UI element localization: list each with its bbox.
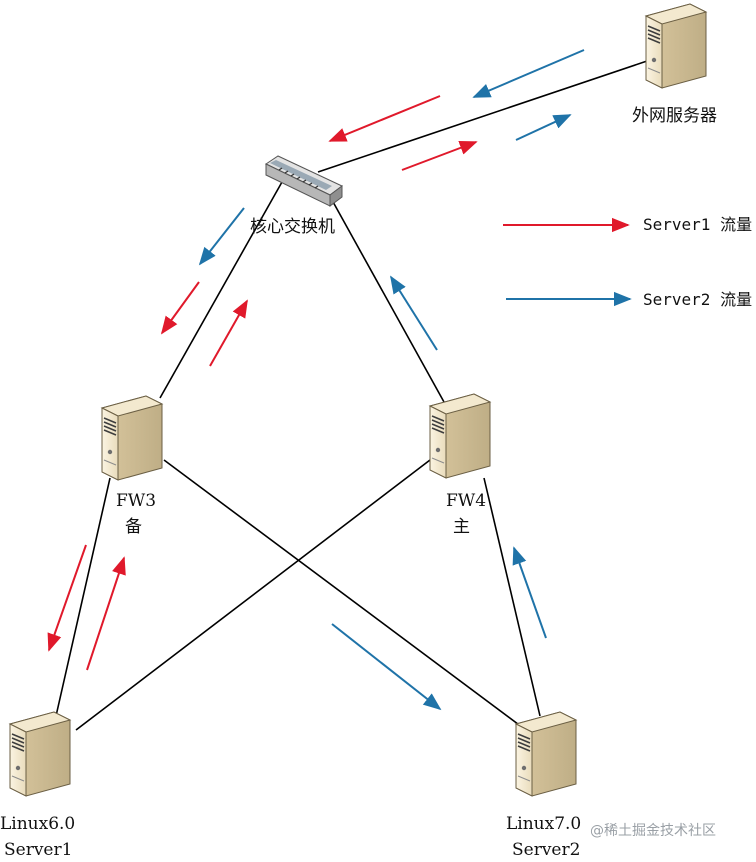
- server2-name-label: Server2: [512, 840, 580, 860]
- server2-flow-arrow: [331, 623, 442, 711]
- server1-flow-arrow: [209, 299, 248, 367]
- link-fw4-to-server1: [75, 459, 431, 731]
- fw3-name-label: FW3: [116, 491, 156, 511]
- server2-os-label: Linux7.0: [506, 814, 581, 834]
- link-external-to-switch: [317, 59, 651, 173]
- external-server[interactable]: 外网服务器: [632, 3, 717, 126]
- server1-flow-arrow: [86, 556, 126, 671]
- link-fw4-to-server2: [483, 477, 541, 717]
- server1[interactable]: Linux6.0 Server1: [0, 711, 75, 860]
- link-fw3-to-server1: [55, 477, 111, 717]
- network-switch-icon: [264, 155, 343, 207]
- core-switch-label: 核心交换机: [250, 217, 335, 237]
- core-switch[interactable]: 核心交换机: [250, 155, 343, 237]
- server1-flow-arrow: [160, 281, 200, 335]
- fw4-role-label: 主: [453, 517, 470, 537]
- server2-flow-arrow: [512, 546, 547, 639]
- fw3-firewall[interactable]: FW3 备: [101, 395, 163, 537]
- server2-flow-arrow: [198, 207, 245, 266]
- server-tower-icon: [645, 3, 707, 89]
- links: [55, 59, 651, 743]
- server1-name-label: Server1: [4, 840, 72, 860]
- server-tower-icon: [101, 395, 163, 481]
- server1-flow-arrow: [47, 544, 87, 652]
- external-server-label: 外网服务器: [632, 106, 717, 126]
- server2-flow-arrow: [472, 49, 585, 98]
- server2[interactable]: Linux7.0 Server2: [506, 711, 581, 860]
- server1-os-label: Linux6.0: [0, 814, 75, 834]
- server-tower-icon: [515, 711, 577, 797]
- fw4-firewall[interactable]: FW4 主: [429, 393, 491, 537]
- server2-flow-arrow: [515, 114, 572, 141]
- server2-flow-arrow: [390, 275, 438, 351]
- watermark: @稀土掘金技术社区: [590, 823, 716, 839]
- link-fw3-to-server2: [163, 459, 543, 743]
- link-switch-to-fw3: [159, 181, 283, 399]
- server1-flow-arrow: [401, 140, 478, 171]
- server-tower-icon: [429, 393, 491, 479]
- legend-server2-label: Server2 流量: [643, 290, 752, 309]
- fw4-name-label: FW4: [446, 491, 486, 511]
- link-switch-to-fw4: [321, 181, 445, 403]
- legend: Server1 流量 Server2 流量: [503, 215, 752, 309]
- server1-flow-arrow: [328, 95, 441, 142]
- server-tower-icon: [9, 711, 71, 797]
- legend-server1-label: Server1 流量: [643, 215, 752, 234]
- flow-arrows: [47, 49, 585, 711]
- fw3-role-label: 备: [125, 517, 142, 537]
